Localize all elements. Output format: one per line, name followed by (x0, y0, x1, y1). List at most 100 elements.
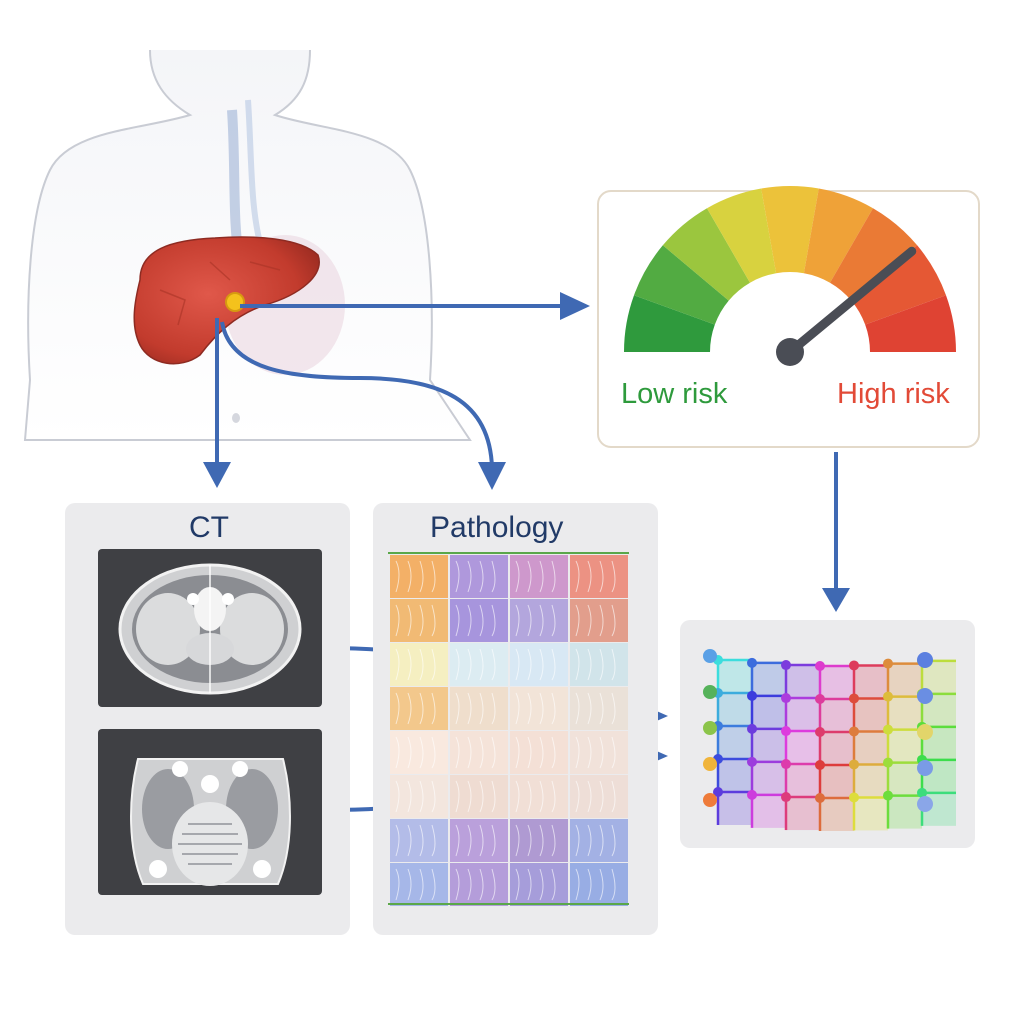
gauge-segment (707, 188, 777, 283)
fusion-node (781, 660, 791, 671)
pathology-tile (390, 555, 448, 598)
fusion-node (815, 693, 825, 704)
pathology-tile (390, 819, 448, 862)
fusion-cell (786, 764, 820, 798)
high-risk-label: High risk (837, 378, 950, 410)
fusion-node (917, 787, 927, 798)
fusion-cell (854, 764, 888, 798)
ct-image-axial (98, 549, 322, 707)
gauge-needle (785, 246, 917, 357)
pathology-tile (450, 863, 508, 906)
fusion-node (781, 726, 791, 737)
fusion-node (849, 660, 859, 671)
pathology-tile (450, 643, 508, 686)
pathology-tile (570, 819, 628, 862)
pathology-tile (450, 819, 508, 862)
fusion-cell (820, 665, 854, 699)
fusion-edge-node (917, 796, 933, 812)
fusion-edge-node (703, 649, 717, 663)
fusion-edge-node (703, 757, 717, 771)
gauge-segment (761, 186, 819, 274)
risk-gauge (624, 186, 956, 366)
fusion-cell (888, 729, 922, 763)
pathology-tile (390, 643, 448, 686)
pathology-tile (510, 775, 568, 818)
fusion-cell (752, 695, 786, 729)
pathology-tile (510, 687, 568, 730)
fusion-cell (786, 665, 820, 699)
fusion-edge-node (917, 724, 933, 740)
fusion-node (883, 658, 893, 669)
gauge-hub (776, 338, 804, 366)
fusion-node (849, 759, 859, 770)
fusion-edge-node (917, 688, 933, 704)
pathology-tile (390, 863, 448, 906)
fusion-node (849, 693, 859, 704)
fusion-node (815, 660, 825, 671)
pathology-tile (450, 599, 508, 642)
fusion-cell (854, 731, 888, 765)
ct-panel: CT (65, 503, 350, 935)
fusion-node (781, 759, 791, 770)
fusion-node (781, 792, 791, 803)
fusion-cell (820, 764, 854, 798)
fusion-cell (854, 797, 888, 831)
fusion-cell (752, 761, 786, 795)
pathology-tile (450, 731, 508, 774)
pathology-tile (570, 863, 628, 906)
pathology-tile (570, 731, 628, 774)
ct-image-coronal (98, 729, 322, 895)
risk-gauge-card: Low risk High risk (597, 186, 980, 448)
pathology-tile (450, 687, 508, 730)
fusion-cell (854, 698, 888, 732)
fusion-node (747, 789, 757, 800)
pathology-tile (510, 599, 568, 642)
fusion-node (815, 726, 825, 737)
pathology-tile (390, 599, 448, 642)
fusion-node (747, 690, 757, 701)
fusion-edge-node (917, 760, 933, 776)
pathology-tile (570, 555, 628, 598)
gauge-segment (634, 245, 729, 325)
pathology-tile (510, 863, 568, 906)
tumor-marker (225, 292, 245, 312)
pathology-tile (570, 687, 628, 730)
fusion-cell (888, 663, 922, 697)
pathology-tile (450, 775, 508, 818)
pathology-tile (510, 555, 568, 598)
fusion-node (747, 657, 757, 668)
fusion-node (883, 724, 893, 735)
fusion-cell (888, 795, 922, 829)
gauge-segment (865, 295, 956, 352)
low-risk-label: Low risk (621, 378, 728, 410)
fusion-edge-node (917, 652, 933, 668)
gauge-segment (851, 245, 946, 325)
fusion-cell (752, 662, 786, 696)
fusion-cell (718, 693, 752, 726)
fusion-cell (786, 797, 820, 831)
fusion-cell (786, 731, 820, 765)
fusion-cell (888, 762, 922, 796)
pathology-tile (570, 599, 628, 642)
gauge-segment (830, 208, 918, 301)
fusion-node (849, 792, 859, 803)
pathology-tile (390, 687, 448, 730)
pathology-tile (450, 555, 508, 598)
fusion-cell (718, 726, 752, 759)
fusion-cell (820, 797, 854, 831)
fusion-cell (820, 698, 854, 732)
gauge-segment (662, 208, 750, 301)
fusion-node (883, 757, 893, 768)
fusion-cell (820, 731, 854, 765)
fusion-cell (752, 728, 786, 762)
pathology-tile (390, 775, 448, 818)
pathology-tile (510, 819, 568, 862)
fusion-node (747, 756, 757, 767)
fusion-edge-node (703, 685, 717, 699)
gauge-segment (803, 188, 873, 283)
ct-title: CT (189, 511, 229, 544)
pathology-tile (570, 643, 628, 686)
pathology-tile (390, 731, 448, 774)
fusion-node (815, 759, 825, 770)
